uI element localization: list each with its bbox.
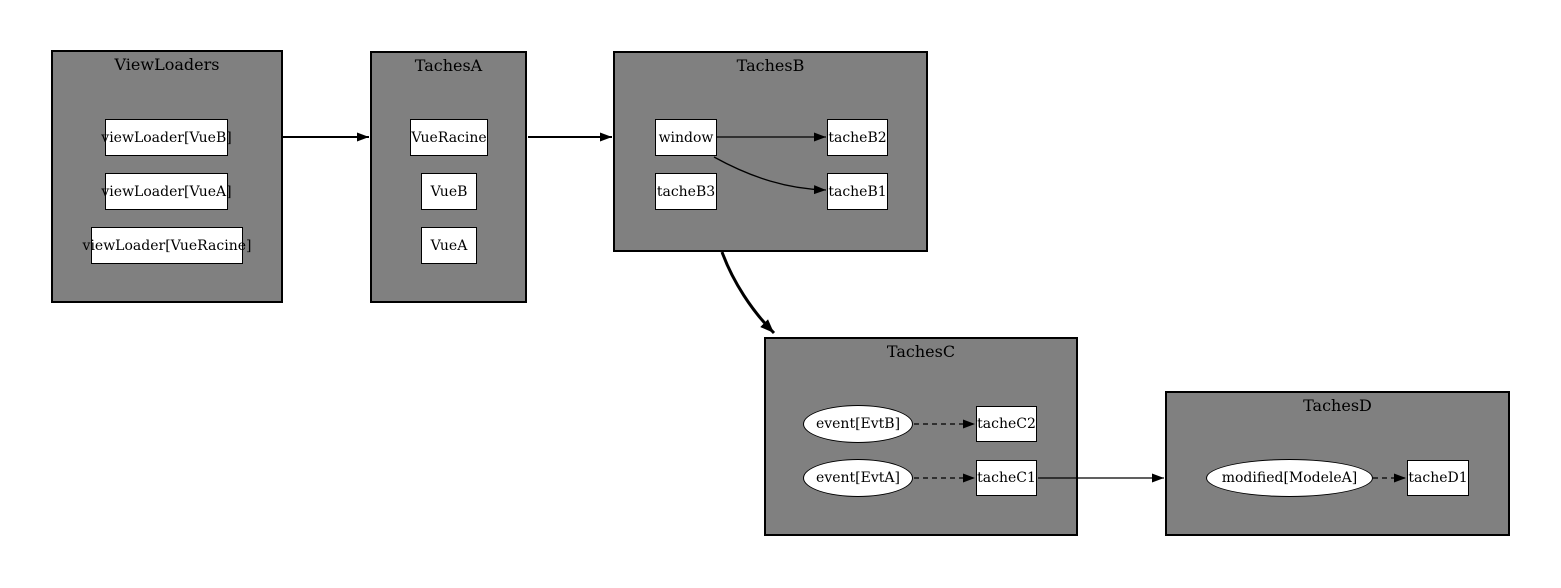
node-viewloader-vueb: viewLoader[VueB] xyxy=(101,119,232,156)
node-tacheb1: tacheB1 xyxy=(827,173,888,210)
node-event-evta: event[EvtA] xyxy=(803,459,913,497)
cluster-viewloaders-title: ViewLoaders xyxy=(114,55,220,74)
node-modified-modelea: modified[ModeleA] xyxy=(1206,459,1373,497)
node-vueb: VueB xyxy=(421,173,477,210)
cluster-tachesb-title: TachesB xyxy=(736,56,805,75)
node-vuea: VueA xyxy=(421,227,477,264)
cluster-tachesc-title: TachesC xyxy=(886,342,956,361)
cluster-tachesa-title: TachesA xyxy=(414,56,483,75)
node-viewloader-vuea: viewLoader[VueA] xyxy=(101,173,232,210)
node-tacheb3: tacheB3 xyxy=(655,173,717,210)
node-window: window xyxy=(655,119,717,156)
node-viewloader-vueracine: viewLoader[VueRacine] xyxy=(83,227,251,264)
node-tacheb2: tacheB2 xyxy=(827,119,888,156)
cluster-tachesd-title: TachesD xyxy=(1303,396,1372,415)
node-vueracine: VueRacine xyxy=(410,119,488,156)
node-tachec2: tacheC2 xyxy=(976,406,1037,442)
node-tached1: tacheD1 xyxy=(1407,460,1469,496)
node-tachec1: tacheC1 xyxy=(976,460,1037,496)
node-event-evtb: event[EvtB] xyxy=(803,405,913,443)
edge-tachesb-to-tachesc xyxy=(720,251,776,335)
